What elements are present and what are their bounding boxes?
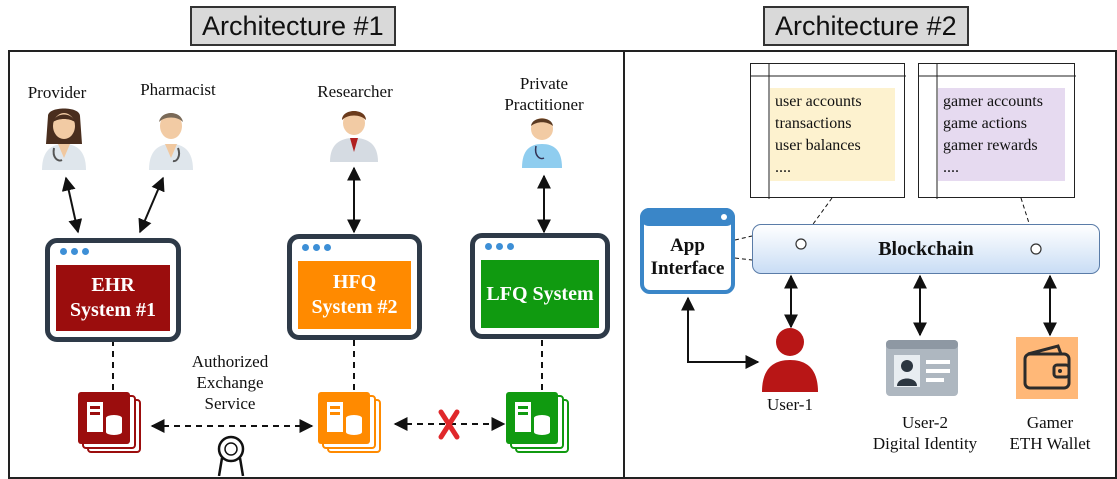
blocked-x-icon	[438, 409, 460, 440]
eth-wallet-icon	[1016, 337, 1078, 399]
user-person-icon	[762, 328, 818, 392]
ehr-server-icon	[78, 392, 141, 453]
lfq-system-window: LFQ System	[470, 233, 610, 339]
exchange-service-label: Authorized Exchange Service	[191, 352, 269, 413]
gamer-ledger-content: gamer accounts game actions gamer reward…	[938, 88, 1065, 181]
app-interface-label: App Interface	[650, 235, 725, 279]
user1-label: User-1	[767, 395, 813, 414]
award-ribbon-icon	[217, 435, 245, 476]
provider-ehr-arrow	[61, 176, 83, 234]
pharmacist-avatar-icon	[149, 113, 193, 170]
architecture-2-title: Architecture #2	[763, 6, 969, 46]
researcher-avatar-icon	[330, 111, 378, 162]
lfq-system-label: LFQ System	[481, 260, 599, 328]
app-interface-window: App Interface	[640, 208, 735, 294]
practitioner-avatar-icon	[522, 118, 562, 168]
gamer-label: Gamer ETH Wallet	[1009, 413, 1091, 453]
gamer-ledger-panel: gamer accounts game actions gamer reward…	[918, 63, 1076, 199]
user-ledger-panel: user accounts transactions user balances…	[750, 63, 906, 199]
app-user1-arrow	[681, 296, 760, 369]
practitioner-label: Private Practitioner	[504, 74, 584, 114]
blockchain-nodes	[795, 238, 1042, 255]
provider-label: Provider	[27, 83, 87, 102]
pharmacist-label: Pharmacist	[140, 80, 216, 99]
user-ledger-content: user accounts transactions user balances…	[770, 88, 895, 181]
lfq-server-icon	[506, 392, 569, 453]
panel-grid-lines	[919, 64, 1076, 199]
user2-label: User-2 Digital Identity	[872, 413, 978, 453]
researcher-label: Researcher	[317, 82, 393, 101]
architecture-1-title: Architecture #1	[190, 6, 396, 46]
blockchain-label: Blockchain	[878, 237, 974, 260]
blockchain-bar: Blockchain	[752, 224, 1100, 274]
provider-avatar-icon	[42, 108, 86, 170]
pharmacist-ehr-arrow	[138, 176, 165, 234]
digital-id-card-icon	[886, 340, 958, 396]
app-window-header	[640, 208, 735, 226]
hfq-server-icon	[318, 392, 381, 453]
panel-grid-lines	[751, 64, 906, 199]
